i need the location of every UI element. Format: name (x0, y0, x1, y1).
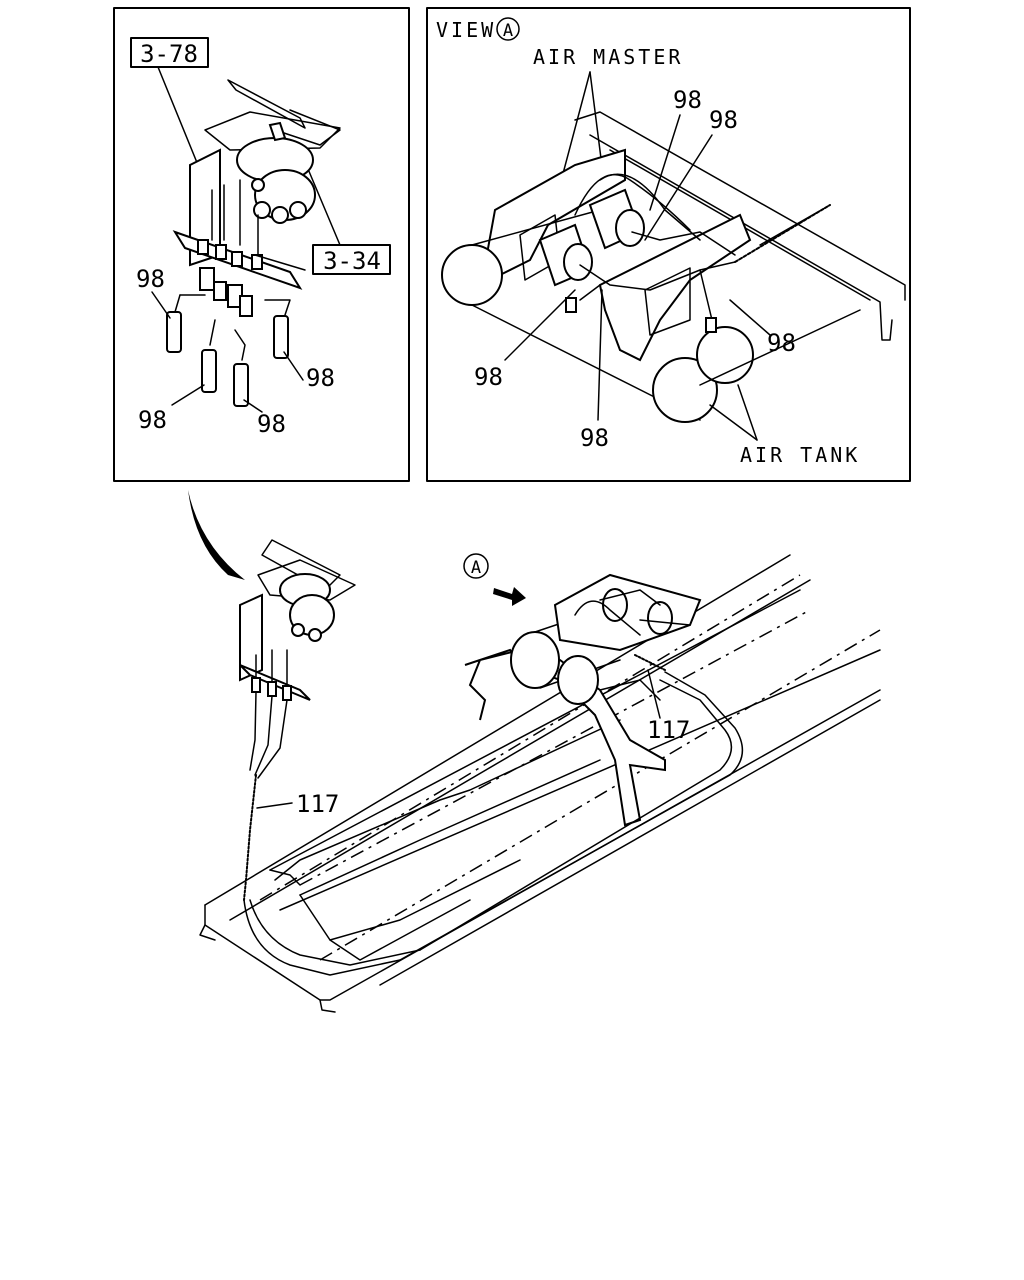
left-inset-panel: 3-78 3-34 (113, 7, 410, 482)
left-inset-border (113, 7, 410, 482)
air-tank (510, 599, 631, 705)
air-pipe (233, 363, 249, 407)
callout-98: 98 (709, 106, 738, 134)
reference-label: 3-78 (140, 40, 198, 68)
view-a-inset-border (426, 7, 911, 482)
view-letter: A (503, 21, 513, 41)
curved-arrow-icon (188, 490, 245, 580)
brake-valve-assembly (172, 79, 341, 317)
view-title: VIEW (436, 18, 496, 42)
callout-98: 98 (580, 424, 609, 452)
flex-hose-right (634, 654, 666, 671)
callout-98: 98 (138, 406, 167, 434)
air-tank-label: AIR TANK (740, 443, 860, 467)
leader-line (157, 66, 201, 171)
air-pipe-segments (166, 294, 291, 407)
reference-box-3-78[interactable]: 3-78 (130, 37, 209, 68)
air-master (553, 573, 702, 652)
callout-98: 98 (306, 364, 335, 392)
air-pipe (273, 315, 289, 359)
view-marker-letter: A (471, 558, 481, 578)
view-a-inset-panel: VIEW A AIR MASTER (426, 7, 911, 482)
callout-98: 98 (257, 410, 286, 438)
air-hoses (565, 173, 831, 333)
callout-117: 117 (296, 790, 339, 818)
reference-box-3-34[interactable]: 3-34 (312, 244, 391, 275)
callout-117: 117 (647, 716, 690, 744)
cradle (274, 719, 621, 961)
air-master (538, 188, 645, 287)
air-pipe (166, 311, 182, 353)
callout-98: 98 (136, 265, 165, 293)
reference-label: 3-34 (323, 247, 381, 275)
air-master-label: AIR MASTER (533, 45, 683, 69)
view-letter-circle (496, 17, 520, 41)
view-a-marker: A (463, 553, 526, 606)
flex-hose-left (243, 671, 744, 976)
callout-98: 98 (767, 329, 796, 357)
air-pipe (201, 349, 217, 393)
brake-valve-assembly (239, 539, 356, 701)
air-tank (441, 209, 861, 423)
view-direction-arrow-icon (493, 587, 526, 606)
main-chassis-view: A 117 117 (199, 539, 881, 1013)
callout-98: 98 (673, 86, 702, 114)
callout-98: 98 (474, 363, 503, 391)
